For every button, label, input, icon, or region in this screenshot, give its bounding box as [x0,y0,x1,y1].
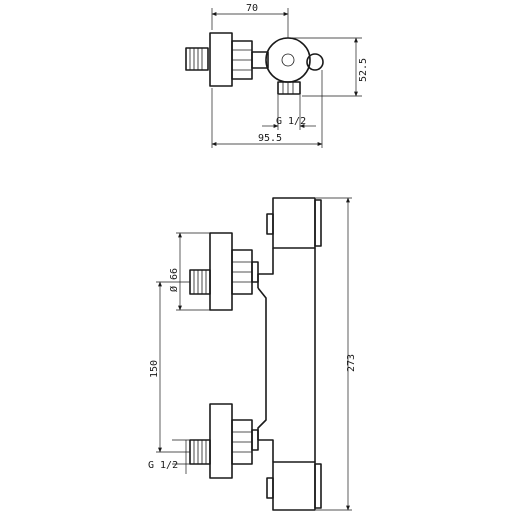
top-body-circle [265,37,311,83]
top-knob [306,53,324,71]
dim-95-5-label: 95.5 [258,133,282,144]
dim-273: 273 [316,197,357,511]
front-view: Ø 66 150 273 G 1/2 [148,197,357,511]
top-escutcheon [209,32,233,87]
dim-diameter: Ø 66 [168,232,212,311]
dim-52-5: 52.5 [290,37,369,97]
dim-thread-top: G 1/2 [262,95,316,130]
dim-thread-top-label: G 1/2 [276,116,306,127]
front-upper-cap [266,197,322,249]
top-outlet-thread [277,81,301,95]
dim-70: 70 [211,3,289,38]
dim-273-label: 273 [346,354,357,372]
dim-95-5: 95.5 [211,70,323,148]
top-hex-nut [231,40,253,80]
top-connector [251,51,269,69]
dim-thread-front-label: G 1/2 [148,460,178,471]
dim-70-label: 70 [246,3,258,14]
front-lower-cap [266,461,322,511]
dim-spacing: 150 [149,281,190,453]
top-inlet-thread [185,47,209,71]
dim-diameter-label: Ø 66 [168,268,180,292]
top-view: 70 52.5 G 1/2 95.5 [185,3,369,148]
front-main-bar [257,248,316,462]
front-upper-inlet [189,232,259,311]
front-lower-inlet [189,403,259,479]
top-spindle [281,53,295,67]
dim-52-5-label: 52.5 [358,58,369,82]
dim-thread-front: G 1/2 [148,439,190,474]
dim-spacing-label: 150 [149,360,160,378]
